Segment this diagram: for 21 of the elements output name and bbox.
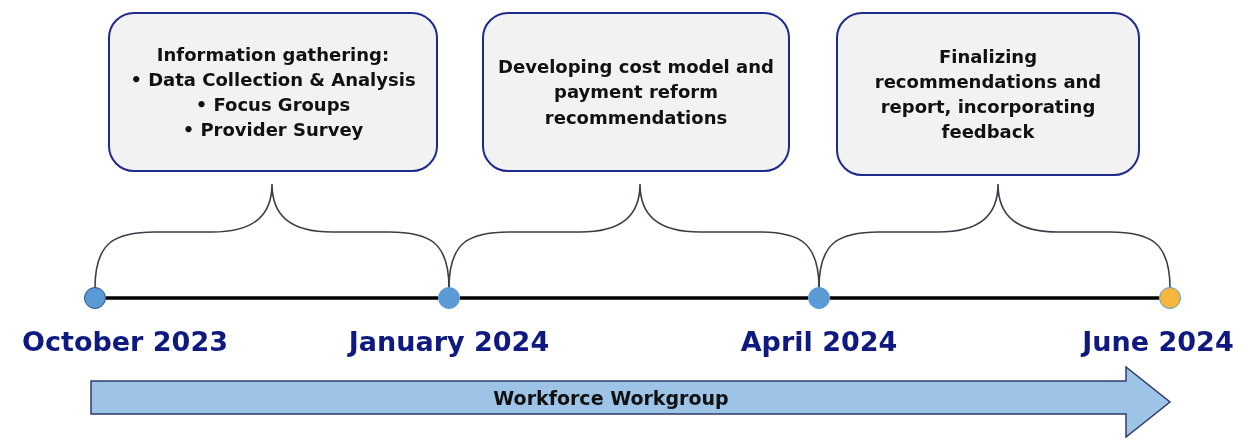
date-label: June 2024: [1082, 326, 1234, 357]
timeline-line: [106, 296, 438, 300]
text-box: [108, 12, 438, 172]
bullet-item: • Provider Survey: [181, 118, 365, 143]
milestone-dot: [808, 287, 830, 309]
text-box: [836, 12, 1140, 176]
arrow-label: Workforce Workgroup: [493, 386, 729, 409]
timeline-line: [460, 296, 808, 300]
box-text: Finalizing recommendations and report, incorporating feedback: [873, 44, 1103, 145]
milestone-dot: [438, 287, 460, 309]
text-box: [482, 12, 790, 172]
bullet-item: • Focus Groups: [194, 93, 352, 117]
date-label: April 2024: [740, 326, 898, 357]
box-heading: Information gathering:: [156, 42, 390, 67]
bullet-item: • Data Collection & Analysis: [130, 67, 416, 92]
timeline-line: [830, 296, 1159, 300]
milestone-dot: [84, 287, 106, 309]
box-text: Developing cost model and payment reform recommendations: [497, 55, 775, 130]
milestone-dot: [1159, 287, 1181, 309]
date-label: October 2023: [22, 326, 228, 357]
date-label: January 2024: [348, 326, 550, 357]
